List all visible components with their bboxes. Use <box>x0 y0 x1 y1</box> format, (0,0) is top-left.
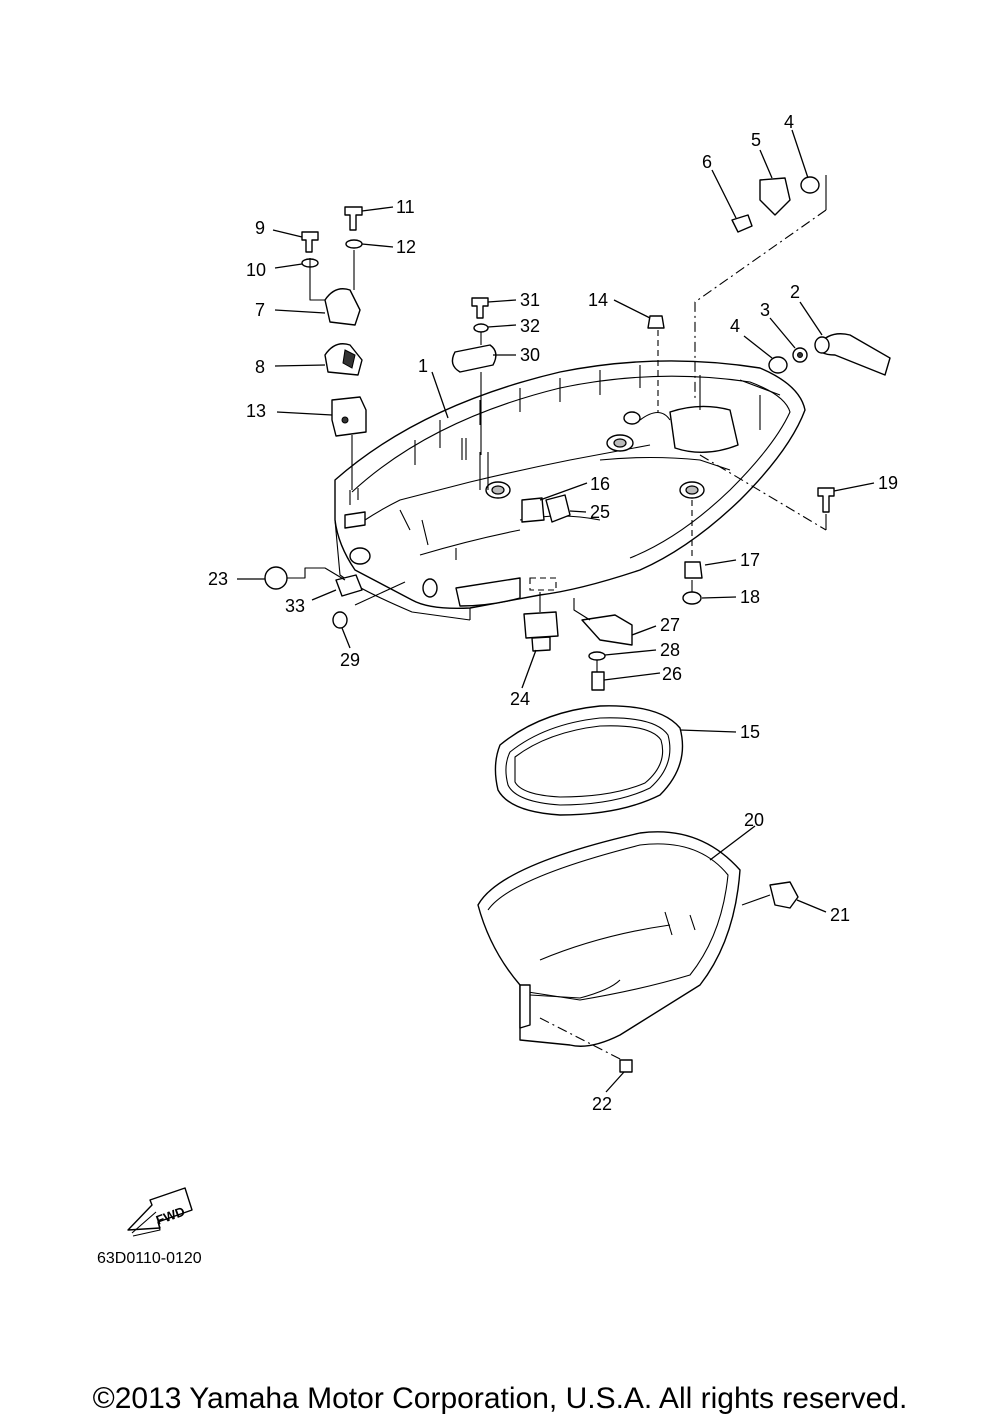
part-label: 17 <box>740 550 760 570</box>
part-label: 24 <box>510 689 530 709</box>
part-label: 2 <box>790 282 800 302</box>
part-label: 23 <box>208 569 228 589</box>
part-label: 11 <box>396 197 415 217</box>
part-label: 12 <box>396 237 416 257</box>
assembly-lines <box>287 175 827 1061</box>
part-label: 16 <box>590 474 610 494</box>
part-label: 4 <box>730 316 740 336</box>
part-label: 33 <box>285 596 305 616</box>
diagram-code: 63D0110-0120 <box>97 1250 202 1267</box>
part-label: 30 <box>520 345 540 365</box>
part-label: 6 <box>702 152 712 172</box>
part-label: 1 <box>418 356 428 376</box>
part-label: 4 <box>784 112 794 132</box>
part-labels: 1 2 3 4 4 5 6 7 8 9 10 11 12 13 14 15 16… <box>208 112 898 1114</box>
part-label: 29 <box>340 650 360 670</box>
part-label: 9 <box>255 218 265 238</box>
fwd-arrow-icon: FWD <box>127 1187 193 1237</box>
gasket-part <box>494 705 684 816</box>
part-label: 26 <box>662 664 682 684</box>
part-label: 5 <box>751 130 761 150</box>
part-label: 13 <box>246 401 266 421</box>
part-label: 3 <box>760 300 770 320</box>
part-label: 27 <box>660 615 680 635</box>
bottom-cowling-part <box>334 360 806 621</box>
part-label: 31 <box>520 290 540 310</box>
copyright-notice: ©2013 Yamaha Motor Corporation, U.S.A. A… <box>92 1382 908 1415</box>
part-label: 22 <box>592 1094 612 1114</box>
bottom-pan-part <box>477 831 741 1047</box>
part-label: 32 <box>520 316 540 336</box>
part-label: 18 <box>740 587 760 607</box>
part-label: 14 <box>588 290 608 310</box>
hardware-parts <box>264 176 891 1073</box>
part-label: 25 <box>590 502 610 522</box>
part-label: 15 <box>740 722 760 742</box>
part-label: 28 <box>660 640 680 660</box>
part-label: 20 <box>744 810 764 830</box>
part-label: 7 <box>255 300 265 320</box>
leader-lines <box>237 129 875 1093</box>
part-label: 21 <box>830 905 850 925</box>
part-label: 10 <box>246 260 266 280</box>
part-label: 8 <box>255 357 265 377</box>
part-label: 19 <box>878 473 898 493</box>
